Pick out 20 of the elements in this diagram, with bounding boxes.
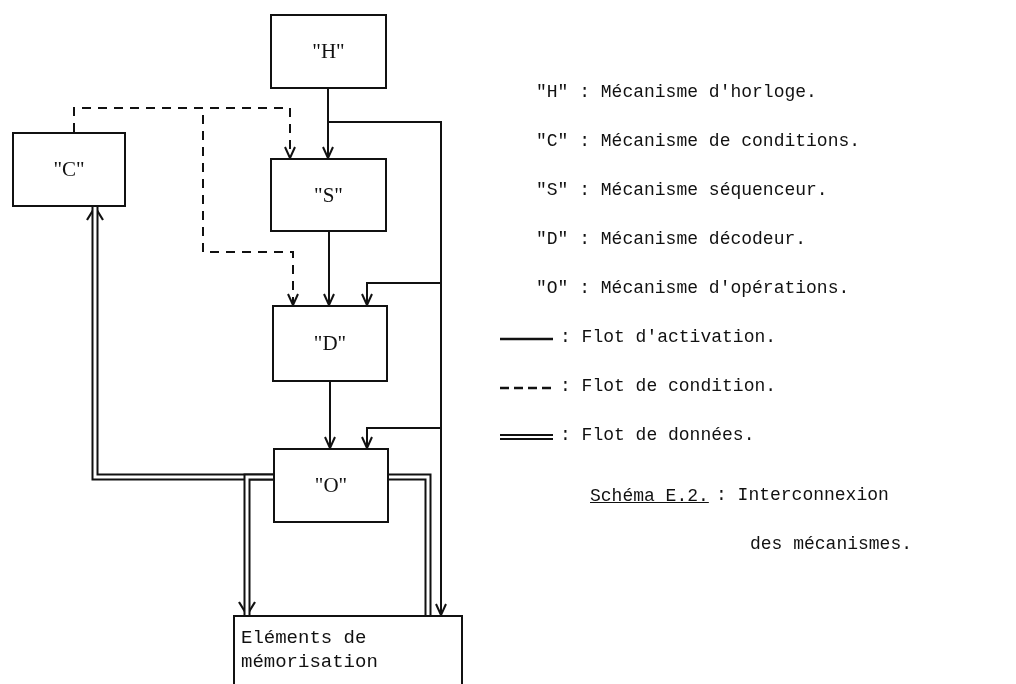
key-entry: "C" : Mécanisme de conditions. (536, 131, 861, 151)
figure-number: Schéma E.2. (590, 486, 709, 506)
storage-box: Eléments de mémorisation (233, 615, 463, 684)
mechanism-box: "D" (272, 305, 388, 382)
key-entry: "S" : Mécanisme séquenceur. (536, 180, 828, 200)
key-entry: "O" : Mécanisme d'opérations. (536, 278, 850, 298)
caption: : Interconnexion des mécanismes. (716, 484, 914, 556)
legend-entry: : Flot de données. (560, 425, 755, 445)
key-entry: "H" : Mécanisme d'horloge. (536, 82, 817, 102)
legend-entry: : Flot de condition. (560, 376, 777, 396)
activation-flow-arrow (323, 231, 335, 306)
key-entry: "D" : Mécanisme décodeur. (536, 229, 807, 249)
mechanism-box: "H" (270, 14, 387, 89)
mechanism-box: "O" (273, 448, 389, 523)
activation-flow-arrow (324, 381, 336, 449)
condition-flow-arrow (73, 107, 299, 306)
data-flow-arrow (237, 473, 273, 617)
mechanism-box: "C" (12, 132, 126, 207)
mechanism-box: "S" (270, 158, 387, 232)
legend-entry: : Flot d'activation. (560, 327, 777, 347)
